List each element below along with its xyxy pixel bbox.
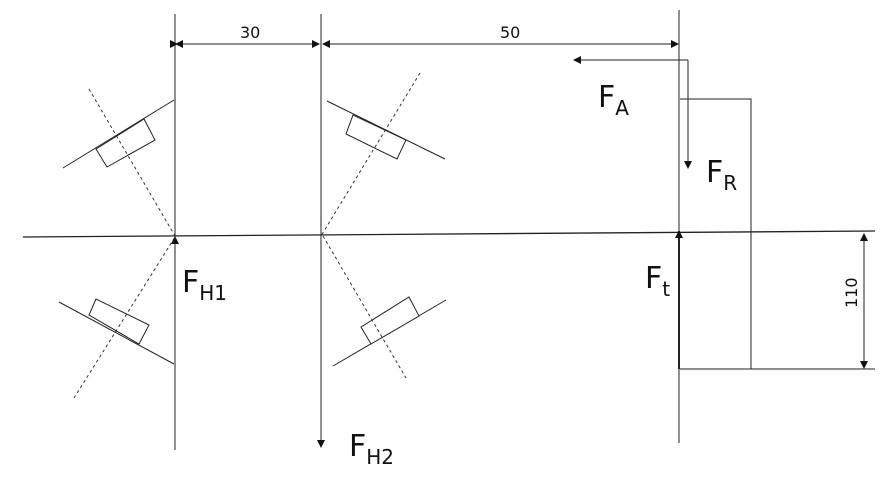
gear-outline	[680, 98, 752, 370]
force-Ft-label: Ft	[645, 261, 670, 301]
force-FH1-label: FH1	[182, 265, 227, 305]
bearing-2-top-symbol	[320, 72, 446, 237]
force-FH2-label: FH2	[349, 429, 394, 469]
bearing-1-top-symbol	[62, 88, 176, 237]
bearing-1-bottom-symbol	[58, 236, 176, 399]
force-FA-label: FA	[598, 80, 629, 120]
dimension-110-label: 110	[842, 277, 861, 308]
bearing-2-bottom-symbol	[322, 235, 447, 379]
dimension-30-label: 30	[240, 23, 260, 42]
shaft-axis	[22, 230, 876, 238]
force-FR-label: FR	[706, 155, 737, 195]
dimension-50-label: 50	[500, 23, 520, 42]
